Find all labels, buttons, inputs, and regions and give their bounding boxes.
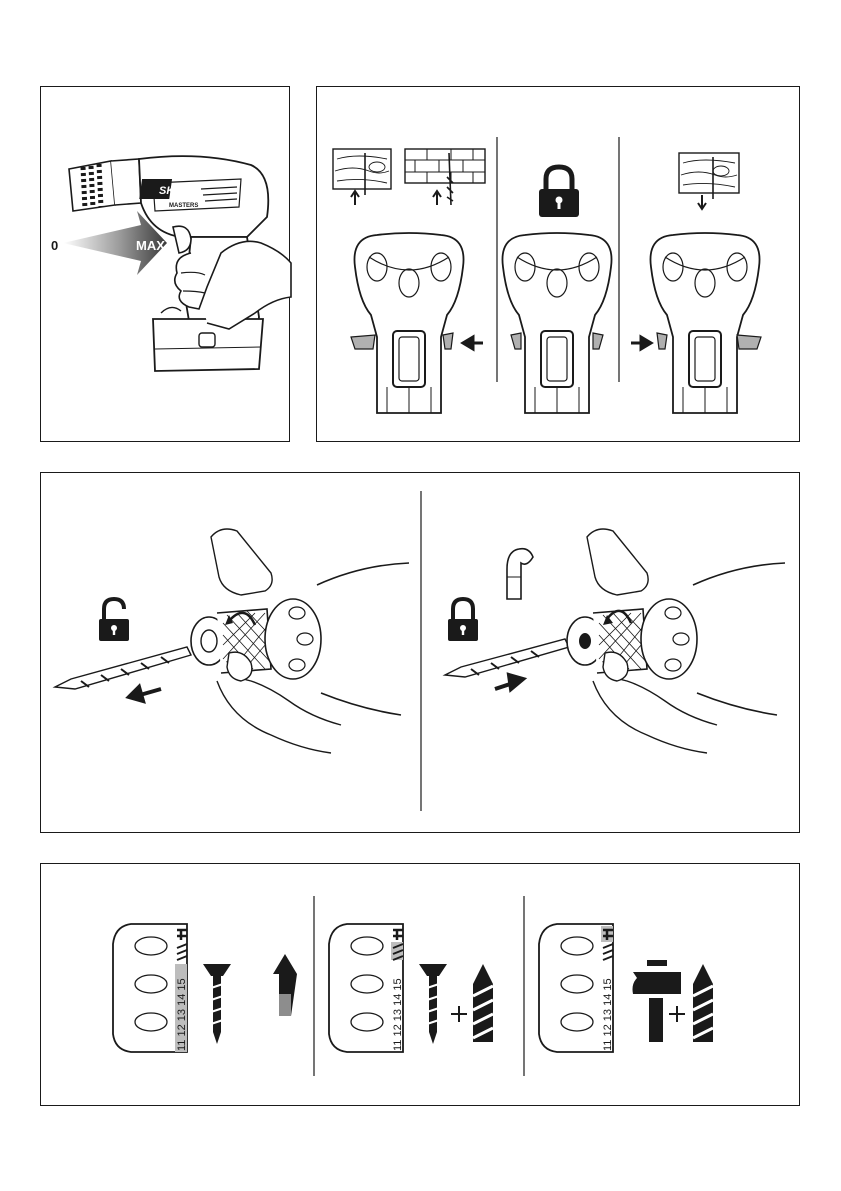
- drill-bit-inserted: [445, 639, 569, 677]
- lock-icon: [448, 599, 478, 641]
- panel-rotation-direction: [316, 86, 800, 442]
- lock-icon: [539, 167, 579, 217]
- chuck-left: [191, 529, 409, 753]
- hammer-icon: [633, 960, 682, 1042]
- drill-trigger-illustration: SKIL MASTERS 0 MAX: [41, 87, 291, 443]
- wood-screw-in-icon: [333, 149, 391, 205]
- direction-switch-illustration: [317, 87, 801, 443]
- drill-bit-icon: [693, 964, 713, 1042]
- arrow-up-icon: [273, 954, 297, 1016]
- plus-icon: [669, 1006, 685, 1022]
- strength-tighten-icon: [507, 549, 533, 599]
- model-label: MASTERS: [169, 203, 198, 209]
- drill-bit-icon: [473, 964, 493, 1042]
- drill-top-view-right: [631, 233, 761, 413]
- drill-top-view-left: [351, 233, 483, 413]
- torque-numbers: 11 12 13 14 15: [176, 978, 188, 1051]
- wood-screw-out-icon: [679, 153, 739, 209]
- mode-ring-drilling: 11 12 13 14 15: [329, 924, 404, 1052]
- screw-icon: [419, 964, 447, 1044]
- arrow-left-icon: [463, 337, 483, 349]
- mode-ring-illustration: 11 12 13 14 15 11 12 13 14 15: [41, 864, 801, 1107]
- chuck-illustration: [41, 473, 801, 834]
- mode-ring-screwdriving: 11 12 13 14 15: [113, 924, 188, 1052]
- plus-icon: [451, 1006, 467, 1022]
- unlock-icon: [99, 599, 129, 641]
- torque-numbers: 11 12 13 14 15: [392, 978, 404, 1051]
- chuck-right: [567, 529, 785, 753]
- mode-ring-hammer-drilling: 11 12 13 14 15: [539, 924, 614, 1052]
- torque-numbers: 11 12 13 14 15: [602, 978, 614, 1051]
- brand-logo: SKIL: [159, 185, 184, 197]
- drill-top-view-center: [502, 233, 611, 413]
- panel-variable-speed-trigger: SKIL MASTERS 0 MAX: [40, 86, 290, 442]
- speed-min-label: 0: [51, 238, 58, 253]
- arrow-pull-out-icon: [129, 687, 161, 701]
- brick-drilling-icon: [405, 149, 485, 205]
- panel-bit-change: [40, 472, 800, 833]
- drill-bit-removed: [55, 647, 191, 689]
- screw-icon: [203, 964, 231, 1044]
- speed-max-label: MAX: [136, 238, 165, 253]
- panel-mode-selection: 11 12 13 14 15 11 12 13 14 15: [40, 863, 800, 1106]
- arrow-push-in-icon: [495, 675, 523, 689]
- arrow-right-icon: [631, 337, 651, 349]
